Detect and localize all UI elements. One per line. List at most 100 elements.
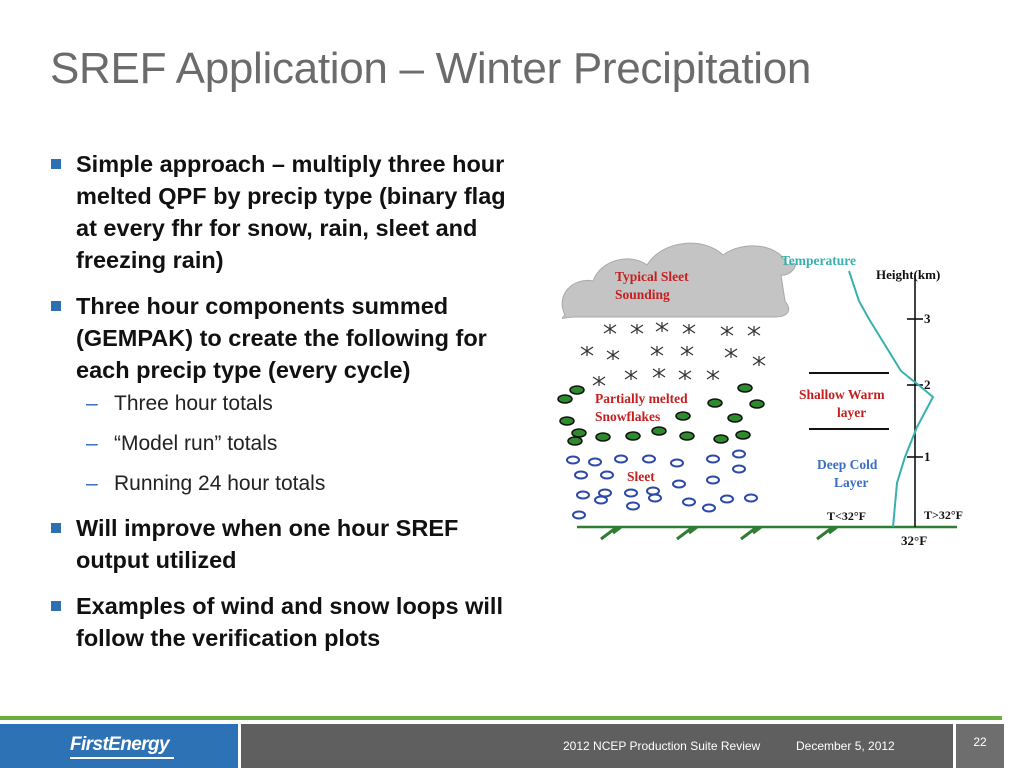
bullet-text: Simple approach – multiply three hour me… <box>76 151 506 273</box>
height-tick-2: 2 <box>924 377 931 392</box>
snowflake-icon <box>650 346 664 356</box>
square-bullet-icon <box>51 301 61 311</box>
melted-snowflake <box>567 436 583 446</box>
sleet-pellet <box>598 488 612 498</box>
snowflake-icon <box>747 326 761 336</box>
sleet-pellet <box>670 458 684 468</box>
cold-layer-label-1: Deep Cold <box>817 457 878 472</box>
footer-accent-line <box>0 716 1002 720</box>
snowflake-icon <box>624 370 638 380</box>
bullet-text: Three hour components summed (GEMPAK) to… <box>76 293 487 383</box>
sleet-pellet <box>646 486 660 496</box>
bullet-list: Simple approach – multiply three hour me… <box>48 148 528 668</box>
melted-snowflake <box>595 432 611 442</box>
above-freezing-label: T>32°F <box>924 508 963 522</box>
sub-bullet-text: Three hour totals <box>114 392 273 415</box>
square-bullet-icon <box>51 601 61 611</box>
sleet-pellet <box>706 454 720 464</box>
bullet-item: Simple approach – multiply three hour me… <box>48 148 528 276</box>
melted-snowflake <box>713 434 729 444</box>
snowflake-icon <box>752 356 766 366</box>
bullet-item: Will improve when one hour SREF output u… <box>48 512 528 576</box>
snowflake-icon <box>652 368 666 378</box>
sleet-pellet <box>744 493 758 503</box>
melted-snowflake <box>557 394 573 404</box>
sleet-pellet <box>682 497 696 507</box>
melted-snowflake <box>727 413 743 423</box>
warm-layer-label-2: layer <box>837 405 866 420</box>
snowflake-icon <box>592 376 606 386</box>
cloud-label-2: Sounding <box>615 287 670 302</box>
dash-bullet-icon: – <box>86 472 98 495</box>
cold-layer-label-2: Layer <box>834 475 869 490</box>
snowflake-icon <box>580 346 594 356</box>
sleet-pellet <box>732 464 746 474</box>
melted-snowflake <box>679 431 695 441</box>
sleet-pellet <box>566 455 580 465</box>
snowflake-icon <box>606 350 620 360</box>
sleet-pellet <box>732 449 746 459</box>
height-axis-label: Height(km) <box>876 267 940 282</box>
sub-bullet-text: “Model run” totals <box>114 432 278 455</box>
snowflake-icon <box>682 324 696 334</box>
bullet-item: Three hour components summed (GEMPAK) to… <box>48 290 528 498</box>
melted-snowflake <box>737 383 753 393</box>
melted-snowflake <box>559 416 575 426</box>
cloud-label-1: Typical Sleet <box>615 269 689 284</box>
page-number: 22 <box>973 735 987 749</box>
snowflake-icon <box>720 326 734 336</box>
slide-title: SREF Application – Winter Precipitation <box>50 44 812 93</box>
snowflake-icon <box>655 322 669 332</box>
sleet-pellet <box>576 490 590 500</box>
sleet-pellet <box>626 501 640 511</box>
sleet-pellet <box>594 495 608 505</box>
melted-label-2: Snowflakes <box>595 409 660 424</box>
melted-snowflake-markers <box>557 383 765 446</box>
melted-snowflake <box>569 385 585 395</box>
snowflake-icon <box>678 370 692 380</box>
sleet-pellet <box>672 479 686 489</box>
freezing-point-label: 32°F <box>901 533 927 548</box>
sleet-pellet <box>600 470 614 480</box>
footer-date: December 5, 2012 <box>796 739 895 753</box>
height-axis-ticks <box>907 318 923 458</box>
snowflake-icon <box>680 346 694 356</box>
sub-bullet-item: –“Model run” totals <box>76 430 528 458</box>
logo-wordmark: FirstEnergy <box>70 734 170 755</box>
sleet-pellet <box>588 457 602 467</box>
snowflake-icon <box>603 324 617 334</box>
square-bullet-icon <box>51 523 61 533</box>
sleet-sounding-diagram: Typical Sleet Sounding <box>555 235 975 550</box>
melted-snowflake <box>735 430 751 440</box>
square-bullet-icon <box>51 159 61 169</box>
snowflake-markers <box>580 322 766 386</box>
warm-layer-label-1: Shallow Warm <box>799 387 885 402</box>
melted-snowflake <box>625 431 641 441</box>
sleet-label: Sleet <box>627 469 655 484</box>
temperature-line <box>848 270 935 528</box>
sleet-pellet-markers <box>566 449 758 520</box>
sleet-pellet <box>572 510 586 520</box>
sub-bullet-item: –Three hour totals <box>76 390 528 418</box>
sub-bullet-list: –Three hour totals –“Model run” totals –… <box>76 390 528 498</box>
sub-bullet-text: Running 24 hour totals <box>114 472 326 495</box>
bullet-item: Examples of wind and snow loops will fol… <box>48 590 528 654</box>
slide-footer: FirstEnergy 2012 NCEP Production Suite R… <box>0 724 1024 768</box>
sleet-pellet <box>720 494 734 504</box>
sub-bullet-item: –Running 24 hour totals <box>76 470 528 498</box>
melted-snowflake <box>749 399 765 409</box>
sleet-pellet <box>702 503 716 513</box>
cloud-shape <box>561 242 796 319</box>
sleet-pellet <box>614 454 628 464</box>
bullet-text: Will improve when one hour SREF output u… <box>76 515 459 573</box>
ground-hatch-marks <box>600 525 838 541</box>
dash-bullet-icon: – <box>86 432 98 455</box>
melted-snowflake <box>651 426 667 436</box>
footer-bar <box>241 724 953 768</box>
sleet-pellet <box>642 454 656 464</box>
melted-snowflake <box>571 428 587 438</box>
sleet-pellet <box>574 470 588 480</box>
dash-bullet-icon: – <box>86 392 98 415</box>
page-number-box: 22 <box>956 724 1004 768</box>
melted-snowflake <box>707 398 723 408</box>
